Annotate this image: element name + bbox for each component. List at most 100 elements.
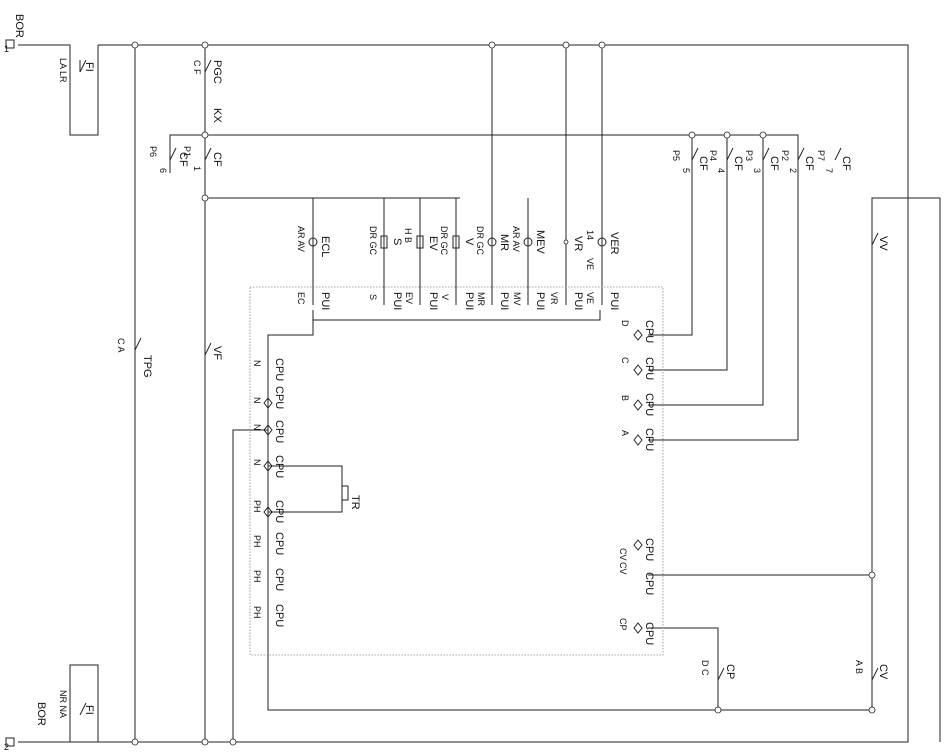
pui-pin-s: S <box>368 294 378 300</box>
cpu-d: CPU <box>643 320 655 343</box>
ev-label: EV <box>427 236 439 251</box>
cpu-pin-d: D <box>620 320 630 327</box>
cf-p2-label: CF <box>803 156 815 171</box>
cpu-n4: CPU <box>273 455 285 478</box>
mr-pins: DR GC <box>475 226 485 256</box>
pui-v: PUI <box>463 292 475 310</box>
terminal-top-num: 1 <box>4 44 9 54</box>
labels: BOR 1 BOR 2 FI LA LR FI NR NA PGC C F KX… <box>4 14 889 752</box>
pui-ve: PUI <box>608 292 620 310</box>
cf-p5-p: P5 <box>671 150 681 161</box>
cpu-cv2: CPU <box>643 572 655 595</box>
load-symbols <box>308 235 607 249</box>
terminal-2-box <box>5 737 15 747</box>
mev-label: MEV <box>534 230 546 255</box>
mev-pins: AR AV <box>511 226 521 252</box>
tpg-pins: C A <box>116 338 126 353</box>
cpu-pin-c: C <box>620 357 630 364</box>
s-pins: DR GC <box>368 226 378 256</box>
ver-label: VER <box>608 232 620 255</box>
pui-ev: PUI <box>427 292 439 310</box>
cf-p6-n: 6 <box>158 168 168 173</box>
kx-label: KX <box>211 108 223 123</box>
cpu-n1: CPU <box>273 358 285 381</box>
terminal-bottom-num: 2 <box>4 742 9 752</box>
switch-symbols <box>79 59 879 716</box>
cpu-c: CPU <box>643 357 655 380</box>
cpu-pin-n3: N <box>252 424 262 431</box>
cpu-pin-a: A <box>620 430 630 436</box>
cf-p4-p: P4 <box>708 150 718 161</box>
cpu-ph4: CPU <box>273 604 285 627</box>
tr-label: TR <box>349 495 361 510</box>
cpu-ph2: CPU <box>273 532 285 555</box>
pui-pin-vr: VR <box>549 292 559 305</box>
cpu-pin-cp: CP <box>618 618 628 631</box>
ecl-label: ECL <box>319 236 331 257</box>
cf-p2-p: P2 <box>780 150 790 161</box>
terminal-bottom-name: BOR <box>35 702 47 726</box>
pui-pin-ev: EV <box>404 292 414 304</box>
cpu-n2: CPU <box>273 386 285 409</box>
cpu-pin-ph1: PH <box>252 500 262 513</box>
pui-pin-mr: MR <box>476 292 486 306</box>
cpu-pin-n2: N <box>252 397 262 404</box>
pui-s: PUI <box>391 292 403 310</box>
terminal-1-box <box>5 39 15 49</box>
pgc-label: PGC <box>211 60 223 84</box>
cf-p5-n: 5 <box>681 168 691 173</box>
cf-p5-label: CF <box>697 156 709 171</box>
pui-mr: PUI <box>498 292 510 310</box>
pui-pin-ve: VE <box>585 292 595 304</box>
cpu-pin-ph3: PH <box>252 570 262 583</box>
cpu-pin-cv2: CV <box>618 562 628 575</box>
fuse-top-name: FI <box>83 62 95 72</box>
v-pins: DR GC <box>439 226 449 256</box>
pui-ec: PUI <box>319 292 331 310</box>
fuse-top-pins: LA LR <box>58 58 68 83</box>
cf-p3-p: P3 <box>744 150 754 161</box>
terminal-top-name: BOR <box>13 14 25 38</box>
cp-label: CP <box>724 664 736 679</box>
cpu-pin-symbols <box>263 329 643 634</box>
ecl-pins: AR AV <box>296 226 306 252</box>
pui-vr: PUI <box>572 292 584 310</box>
mr-label: MR <box>498 234 510 251</box>
fuse-bottom-pins: NR NA <box>58 690 68 718</box>
cf-p6-label: CF <box>177 152 189 167</box>
cpu-ph3: CPU <box>273 568 285 591</box>
cpu-pin-n1: N <box>252 360 262 367</box>
pui-pin-v: V <box>440 294 450 300</box>
tpg-label: TPG <box>141 355 153 378</box>
cpu-a: CPU <box>643 428 655 451</box>
cv-pins: A B <box>854 660 864 674</box>
cpu-n3: CPU <box>273 420 285 443</box>
cf-p2-n: 2 <box>788 168 798 173</box>
vr-label: VR <box>572 236 584 251</box>
cpu-pin-n4: N <box>252 459 262 466</box>
junctions <box>131 41 876 746</box>
vf-label: VF <box>211 346 223 360</box>
ver-sub: VE <box>585 258 595 270</box>
ev-pins: H B <box>403 228 413 243</box>
cpu-board-outline <box>249 286 664 656</box>
pui-pin-mv: MV <box>512 292 522 306</box>
vv-label: VV <box>877 236 889 251</box>
cf-p7-p: P7 <box>816 150 826 161</box>
cf-p4-label: CF <box>732 156 744 171</box>
cpu-b: CPU <box>643 393 655 416</box>
fuse-bottom-name: FI <box>83 705 95 715</box>
cpu-pin-ph2: PH <box>252 535 262 548</box>
cf-p7-label: CF <box>840 156 852 171</box>
cf-main-label: CF <box>211 152 223 167</box>
pui-pin-ec: EC <box>296 292 306 305</box>
cpu-ph1: CPU <box>273 500 285 523</box>
cpu-cp: CPU <box>643 622 655 645</box>
wires <box>18 44 941 743</box>
cpu-pin-b: B <box>620 395 630 401</box>
cf-main-p: P1 <box>182 146 192 157</box>
pui-mv: PUI <box>534 292 546 310</box>
cf-p3-n: 3 <box>752 168 762 173</box>
v-label: V <box>463 238 475 246</box>
